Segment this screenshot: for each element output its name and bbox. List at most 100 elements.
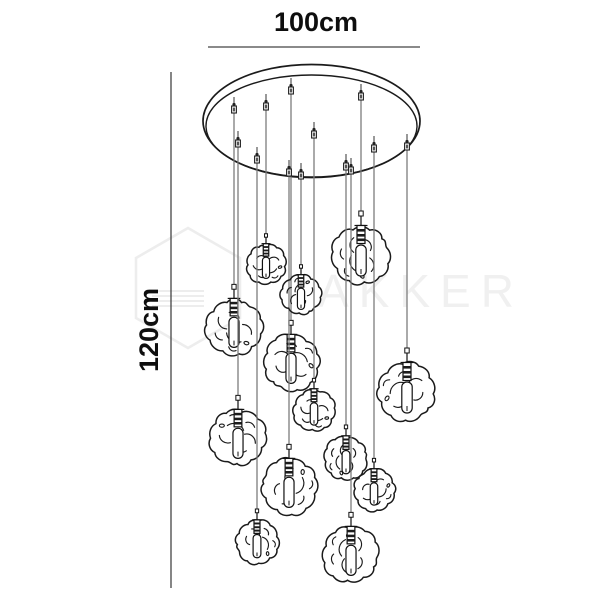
glass-texture-line (286, 287, 292, 293)
pendant-10 (322, 154, 369, 482)
glass-texture-line (244, 536, 251, 545)
glass-texture-line (272, 540, 277, 547)
glass-bubble (386, 483, 390, 487)
glass-texture-line (382, 379, 391, 386)
height-dimension-label: 120cm (134, 288, 164, 372)
cord-connector (311, 122, 317, 139)
glass-texture-line (243, 432, 258, 443)
glass-texture-line (306, 288, 314, 297)
glass-texture-line (344, 268, 349, 277)
connector-ball-icon (289, 83, 293, 88)
glass-bubble (301, 469, 305, 474)
glass-texture-line (352, 449, 356, 458)
connector-ball-icon (405, 139, 409, 144)
width-dimension-label: 100cm (274, 7, 358, 37)
glass-shade-outline (320, 524, 381, 585)
glass-texture-line (302, 419, 310, 423)
pendant-4 (325, 84, 396, 291)
glass-texture-line (319, 405, 329, 411)
light-bulb (296, 287, 306, 311)
connector-ball-icon (255, 152, 259, 157)
pendant-cluster (195, 78, 446, 585)
glass-texture-line (386, 495, 392, 500)
connector-ball-icon (236, 136, 240, 141)
pendant-9 (288, 122, 341, 437)
glass-texture-line (335, 456, 340, 469)
glass-shade-outline (256, 327, 328, 399)
bulb-socket (354, 210, 368, 277)
cord-connector (231, 97, 237, 114)
glass-texture-line (339, 249, 344, 260)
connector-ball-icon (299, 168, 303, 173)
bulb-socket (261, 233, 271, 280)
glass-texture-line (241, 323, 254, 334)
cord-connector (348, 158, 354, 175)
pendant-6 (228, 147, 287, 572)
glass-texture-line (387, 380, 405, 394)
bulb-socket (227, 283, 241, 348)
glass-texture-line (270, 257, 279, 260)
light-bulb (261, 256, 271, 280)
glass-texture-line (218, 435, 232, 444)
glass-texture-line (261, 536, 271, 549)
connector-ball-icon (264, 99, 268, 104)
glass-texture-line (357, 538, 362, 551)
glass-texture-line (288, 294, 297, 304)
pendant-8 (273, 163, 329, 322)
glass-texture-line (358, 558, 363, 569)
light-bulb (232, 427, 244, 459)
glass-texture-line (339, 539, 346, 556)
glass-texture-line (299, 407, 310, 414)
bulb-socket (341, 424, 351, 475)
connector-ball-icon (287, 165, 291, 170)
glass-texture-line (315, 424, 321, 428)
glass-shade-outline (322, 435, 369, 482)
connector-ball-icon (232, 102, 236, 107)
light-bulb (309, 402, 319, 426)
cord-connector (288, 78, 294, 95)
pendant-1 (195, 97, 274, 367)
light-bulb (283, 476, 295, 508)
watermark-text: AKKER (318, 265, 524, 317)
connector-ball-icon (312, 127, 316, 132)
glass-texture-line (253, 266, 263, 270)
cord-connector (343, 154, 349, 171)
light-bulb (369, 482, 379, 506)
pendant-12 (346, 136, 403, 519)
glass-texture-line (298, 496, 305, 506)
glass-bubble (219, 424, 224, 427)
glass-texture-line (348, 238, 357, 253)
glass-texture-line (305, 348, 314, 353)
glass-texture-line (246, 421, 256, 427)
light-bulb (401, 381, 413, 414)
glass-texture-line (228, 345, 236, 352)
glass-texture-line (272, 276, 278, 278)
bulb-socket (231, 394, 245, 459)
glass-shade-outline (273, 266, 329, 322)
glass-texture-line (214, 333, 223, 341)
canopy-outer-rim (202, 63, 421, 179)
glass-texture-line (330, 463, 333, 469)
bulb-socket (369, 457, 379, 506)
pendant-13 (367, 134, 446, 431)
glass-shade-outline (288, 384, 341, 437)
cord-connector (371, 136, 377, 153)
glass-texture-line (331, 554, 334, 564)
light-bulb (355, 244, 367, 277)
cord-connector (358, 84, 364, 101)
glass-shade (325, 220, 396, 291)
glass-bubble (244, 341, 250, 345)
bulb-socket (344, 511, 358, 576)
glass-texture-line (413, 392, 425, 401)
glass-texture-line (308, 481, 315, 489)
watermark: AKKER (134, 226, 524, 350)
cord-connector (286, 160, 292, 177)
glass-bubble (308, 363, 314, 369)
light-bulb (345, 544, 357, 576)
glass-bubble (306, 280, 310, 284)
watermark-logo-icon (134, 226, 242, 350)
glass-texture-line (294, 478, 307, 495)
cord-connector (235, 131, 241, 148)
connector-ball-icon (372, 141, 376, 146)
